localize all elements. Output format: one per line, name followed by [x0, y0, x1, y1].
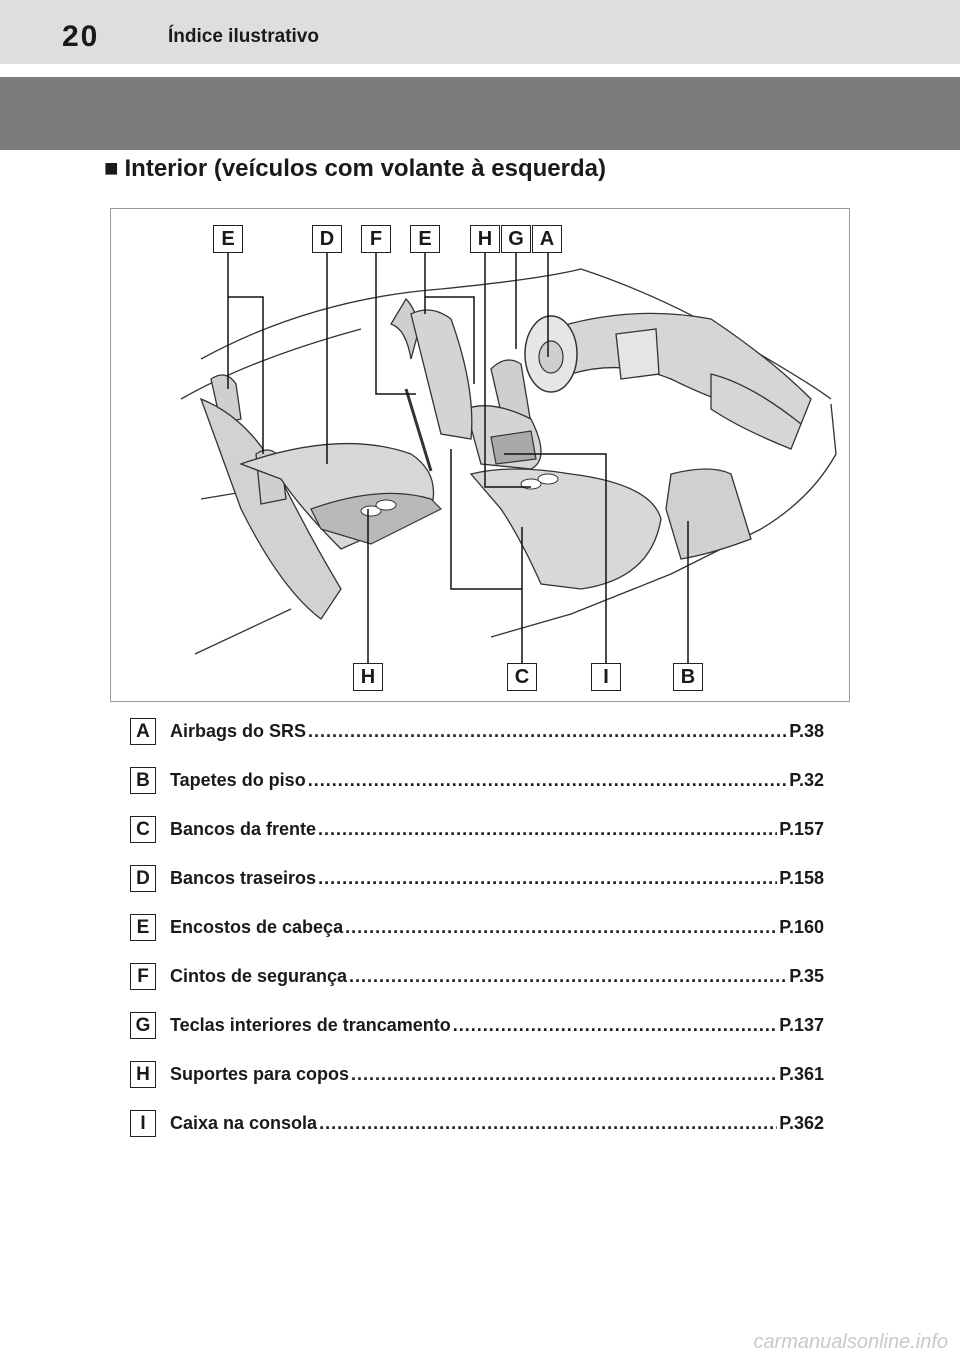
callout-b: B — [673, 663, 703, 691]
dot-leader — [453, 1015, 778, 1036]
legend-key: G — [130, 1012, 156, 1039]
callout-e-right: E — [410, 225, 440, 253]
dot-leader — [351, 1064, 777, 1085]
dot-leader — [308, 721, 787, 742]
legend-item-cup-holders: H Suportes para copos P.361 — [130, 1061, 830, 1110]
watermark: carmanualsonline.info — [753, 1331, 948, 1353]
header-band — [0, 77, 960, 150]
dot-leader — [345, 917, 777, 938]
legend-label: Airbags do SRS — [170, 721, 307, 741]
legend-key: E — [130, 914, 156, 941]
page-number: 20 — [62, 20, 100, 53]
legend-label: Caixa na consola — [170, 1113, 318, 1133]
page-reference[interactable]: P.137 — [779, 1015, 824, 1035]
dot-leader — [318, 819, 777, 840]
page-reference[interactable]: P.361 — [779, 1064, 824, 1084]
page-reference[interactable]: P.38 — [789, 721, 824, 741]
legend-key: C — [130, 816, 156, 843]
car-interior-drawing — [180, 251, 837, 665]
dot-leader — [308, 770, 788, 791]
legend-item-console-box: I Caixa na consola P.362 — [130, 1110, 830, 1159]
legend-key: B — [130, 767, 156, 794]
interior-illustration: E D F E H G A H C I B — [110, 208, 850, 702]
callout-f: F — [361, 225, 391, 253]
page-header: 20 Índice ilustrativo — [0, 0, 960, 64]
callout-h-top: H — [470, 225, 500, 253]
legend-item-lock-switches: G Teclas interiores de trancamento P.137 — [130, 1012, 830, 1061]
legend-item-seat-belts: F Cintos de segurança P.35 — [130, 963, 830, 1012]
callout-d: D — [312, 225, 342, 253]
page-heading: ■Interior (veículos com volante à esquer… — [104, 155, 606, 183]
dot-leader — [319, 1113, 777, 1134]
legend-label: Suportes para copos — [170, 1064, 350, 1084]
legend-label: Bancos da frente — [170, 819, 317, 839]
heading-text: Interior (veículos com volante à esquerd… — [124, 155, 606, 182]
legend-label: Teclas interiores de trancamento — [170, 1015, 451, 1035]
legend-label: Bancos traseiros — [170, 868, 317, 888]
legend-label: Encostos de cabeça — [170, 917, 344, 937]
page-reference[interactable]: P.160 — [779, 917, 824, 937]
legend-item-floor-mats: B Tapetes do piso P.32 — [130, 767, 830, 816]
page-reference[interactable]: P.158 — [779, 868, 824, 888]
legend-item-head-restraints: E Encostos de cabeça P.160 — [130, 914, 830, 963]
page-reference[interactable]: P.362 — [779, 1113, 824, 1133]
callout-h-bottom: H — [353, 663, 383, 691]
callout-a: A — [532, 225, 562, 253]
legend-label: Cintos de segurança — [170, 966, 348, 986]
section-title: Índice ilustrativo — [168, 26, 319, 47]
legend-key: H — [130, 1061, 156, 1088]
legend-item-rear-seats: D Bancos traseiros P.158 — [130, 865, 830, 914]
legend-label: Tapetes do piso — [170, 770, 306, 790]
page-reference[interactable]: P.32 — [789, 770, 824, 790]
page-reference[interactable]: P.35 — [789, 966, 824, 986]
legend-list: A Airbags do SRSP.38 B Tapetes do pisoP.… — [130, 718, 830, 1159]
dot-leader — [349, 966, 787, 987]
dot-leader — [318, 868, 777, 889]
page-reference[interactable]: P.157 — [779, 819, 824, 839]
legend-item-front-seats: C Bancos da frente P.157 — [130, 816, 830, 865]
callout-e-left: E — [213, 225, 243, 253]
legend-item-airbags: A Airbags do SRS P.38 — [130, 718, 830, 767]
legend-key: I — [130, 1110, 156, 1137]
legend-key: F — [130, 963, 156, 990]
callout-g: G — [501, 225, 531, 253]
legend-key: D — [130, 865, 156, 892]
callout-i: I — [591, 663, 621, 691]
square-bullet-icon: ■ — [104, 155, 119, 182]
legend-key: A — [130, 718, 156, 745]
callout-c: C — [507, 663, 537, 691]
